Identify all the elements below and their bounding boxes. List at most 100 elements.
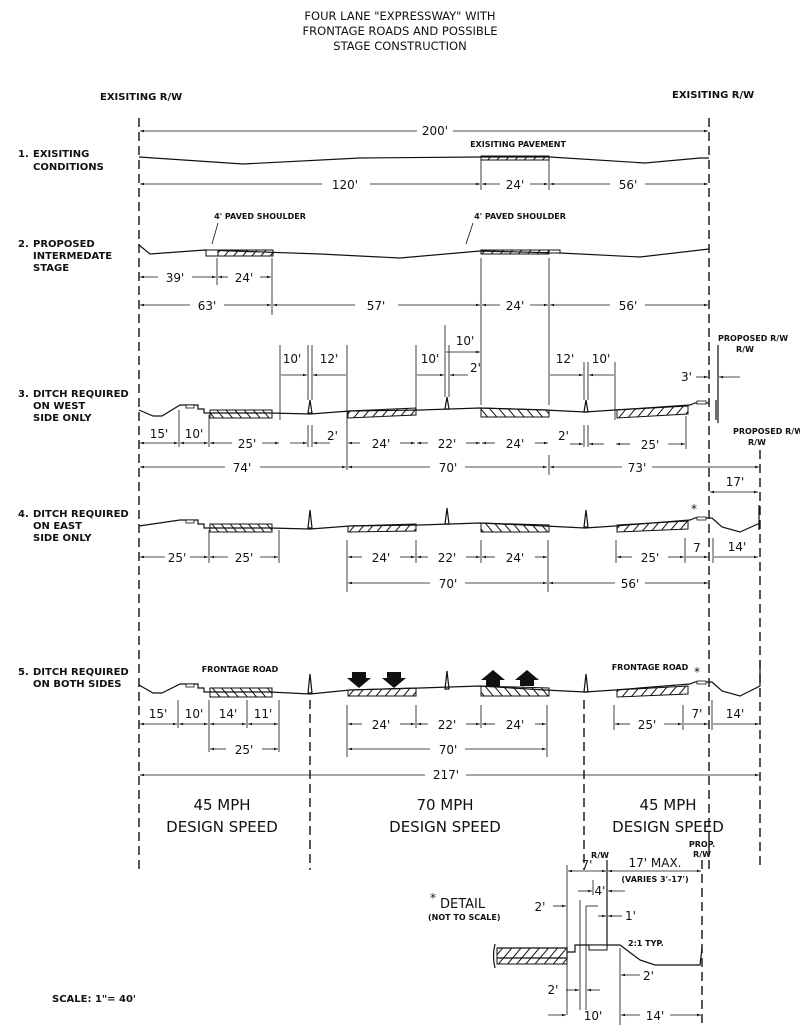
- frontage-road-west: [209, 523, 273, 533]
- paved-shoulder-east: [548, 249, 561, 254]
- detail-dim-2-bottom: 2': [548, 983, 559, 997]
- dim-7: 7: [693, 541, 701, 555]
- frontage-road-east: [616, 520, 689, 533]
- existing-pavement: [480, 249, 550, 255]
- section-3-label-line-1: DITCH REQUIRED: [33, 389, 129, 400]
- section-4-label-line-1: DITCH REQUIRED: [33, 509, 129, 520]
- detail-star: *: [430, 891, 436, 905]
- dim-56: 56': [621, 577, 640, 591]
- dim-56: 56': [619, 178, 638, 192]
- section-1-existing-conditions: 1. EXISITING CONDITIONS 200' EXISITING P…: [18, 124, 709, 192]
- sidewalk: [696, 516, 707, 521]
- sidewalk: [185, 519, 195, 524]
- section-1-number: 1.: [18, 149, 29, 160]
- detail-title: DETAIL: [440, 897, 486, 912]
- detail-prop-label: PROP.: [689, 840, 715, 849]
- barrier-median: [444, 670, 450, 690]
- paved-shoulder-west: [205, 249, 219, 257]
- dim-2-east: 2': [558, 429, 569, 443]
- dim-12-east: 12': [556, 352, 575, 366]
- dim-39: 39': [166, 271, 185, 285]
- dim-14-frontage: 14': [219, 707, 238, 721]
- frontage-road-east: [616, 685, 689, 698]
- speed-west-label: DESIGN SPEED: [166, 818, 278, 836]
- mainline-west: [347, 407, 417, 419]
- detail-rw-label: R/W: [591, 851, 609, 860]
- dim-24-east: 24': [506, 551, 525, 565]
- detail-profile: [567, 944, 703, 966]
- dim-74: 74': [233, 461, 252, 475]
- detail-star: *: [691, 502, 697, 516]
- dim-217: 217': [433, 768, 459, 782]
- leader-line: [211, 222, 219, 245]
- section-5-number: 5.: [18, 667, 29, 678]
- dim-57: 57': [367, 299, 386, 313]
- barrier-median: [444, 507, 450, 525]
- barrier-median: [444, 396, 450, 410]
- dim-10: 10': [185, 707, 204, 721]
- existing-rw-left-label: EXISITING R/W: [100, 92, 182, 103]
- mainline-east: [480, 522, 550, 533]
- mainline-west: [347, 687, 417, 697]
- detail-varies: (VARIES 3'-17'): [621, 875, 688, 884]
- section-3-label-line-2: ON WEST: [33, 401, 85, 412]
- dim-17: 17': [726, 475, 745, 489]
- detail-dim-2-right: 2': [643, 969, 654, 983]
- section-2-label-line-1: PROPOSED: [33, 239, 95, 250]
- barrier-east: [583, 509, 589, 528]
- mainline-east: [480, 685, 550, 697]
- detail-slope: 2:1 TYP.: [628, 939, 664, 948]
- frontage-road-label-east: FRONTAGE ROAD: [612, 663, 689, 672]
- title-line-3: STAGE CONSTRUCTION: [333, 39, 466, 53]
- dim-24-east: 24': [506, 437, 525, 451]
- dim-10-top: 10': [283, 352, 302, 366]
- dim-10-median-b: 10': [456, 334, 475, 348]
- barrier-east: [583, 399, 589, 413]
- section-5-label-line-1: DITCH REQUIRED: [33, 667, 129, 678]
- title-line-2: FRONTAGE ROADS AND POSSIBLE: [303, 24, 498, 38]
- detail-max: 17' MAX.: [629, 856, 682, 870]
- frontage-road-east: [616, 405, 689, 419]
- ground-line: [138, 156, 709, 165]
- barrier-west: [307, 399, 313, 414]
- proposed-rw-label-east: PROPOSED R/W: [733, 427, 800, 436]
- title-line-1: FOUR LANE "EXPRESSWAY" WITH: [304, 9, 495, 23]
- detail-dim-14: 14': [646, 1009, 665, 1023]
- detail-subtitle: (NOT TO SCALE): [428, 913, 500, 922]
- existing-rw-right-label: EXISITING R/W: [672, 90, 754, 101]
- barrier-west: [307, 509, 313, 529]
- northbound-arrow-icon: [481, 670, 505, 686]
- dim-10-east: 10': [592, 352, 611, 366]
- paved-shoulder-label-east: 4' PAVED SHOULDER: [474, 212, 566, 221]
- existing-pavement: [480, 155, 550, 161]
- barrier-west: [307, 673, 313, 694]
- dim-24-east: 24': [506, 718, 525, 732]
- section-4-number: 4.: [18, 509, 29, 520]
- detail-dim-2-top: 2': [535, 900, 546, 914]
- section-2-number: 2.: [18, 239, 29, 250]
- dim-2-west: 2': [327, 429, 338, 443]
- scale-note: SCALE: 1"= 40': [52, 994, 136, 1005]
- sidewalk: [185, 683, 195, 688]
- dim-15: 15': [149, 707, 168, 721]
- section-2-label-line-2: INTERMEDATE: [33, 251, 112, 262]
- dim-24: 24': [372, 551, 391, 565]
- proposed-rw-label-2: R/W: [736, 345, 754, 354]
- dim-25-east: 25': [641, 551, 660, 565]
- section-3-ditch-west: 3. DITCH REQUIRED ON WEST SIDE ONLY 10' …: [18, 325, 800, 475]
- dim-24: 24': [372, 718, 391, 732]
- dim-120: 120': [332, 178, 358, 192]
- section-1-label-line-1: EXISITING: [33, 149, 89, 160]
- dim-200: 200': [422, 124, 448, 138]
- dim-25-b: 25': [235, 551, 254, 565]
- section-2-label-line-3: STAGE: [33, 263, 69, 274]
- section-5-label-line-2: ON BOTH SIDES: [33, 679, 121, 690]
- southbound-arrow-icon: [382, 672, 406, 688]
- southbound-arrow-icon: [347, 672, 371, 688]
- drawing-title: FOUR LANE "EXPRESSWAY" WITH FRONTAGE ROA…: [303, 9, 498, 53]
- dim-25-east: 25': [641, 438, 660, 452]
- dim-24: 24': [372, 437, 391, 451]
- shoulder-detail: * DETAIL (NOT TO SCALE) R/W PROP. R/W 7'…: [428, 840, 715, 1025]
- new-pavement-west: [217, 249, 274, 257]
- dim-3: 3': [681, 370, 692, 384]
